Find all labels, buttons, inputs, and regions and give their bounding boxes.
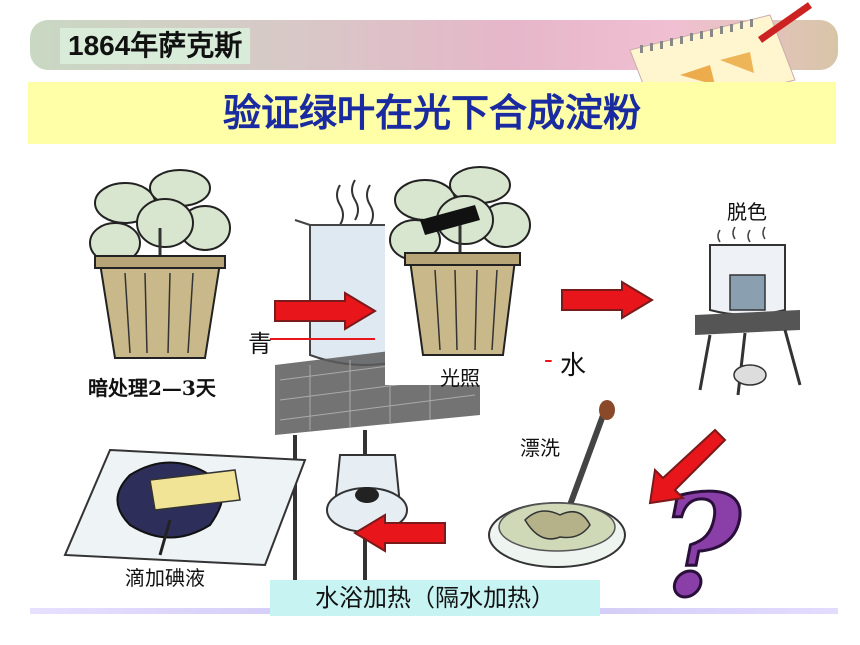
plant-pot-icon — [89, 169, 231, 359]
main-title: 验证绿叶在光下合成淀粉 — [28, 82, 836, 144]
leaf-on-glass-icon — [63, 448, 307, 567]
fragment-water: 水 — [560, 351, 587, 381]
label-light: 光照 — [440, 366, 480, 390]
label-dark-treatment: 暗处理2—3天 — [88, 376, 216, 400]
fragment-water-dash: - — [544, 345, 553, 375]
fragment-qing: 青 — [248, 330, 272, 358]
beaker-tripod-icon — [695, 226, 802, 396]
arrow-icon — [648, 428, 727, 505]
arrow-icon — [561, 280, 654, 320]
petri-dish-icon — [488, 400, 626, 568]
water-bath-caption: 水浴加热（隔水加热） — [315, 584, 555, 612]
label-iodine: 滴加碘液 — [125, 566, 205, 590]
plant-pot-icon — [385, 165, 535, 385]
arrow-icon — [274, 291, 377, 331]
label-rinse: 漂洗 — [520, 436, 560, 460]
pointer-line — [270, 338, 375, 340]
label-decolorize: 脱色 — [727, 200, 767, 224]
arrow-icon — [353, 513, 446, 553]
bottom-caption-bg — [270, 580, 600, 616]
date-title: 1864年萨克斯 — [60, 28, 251, 64]
